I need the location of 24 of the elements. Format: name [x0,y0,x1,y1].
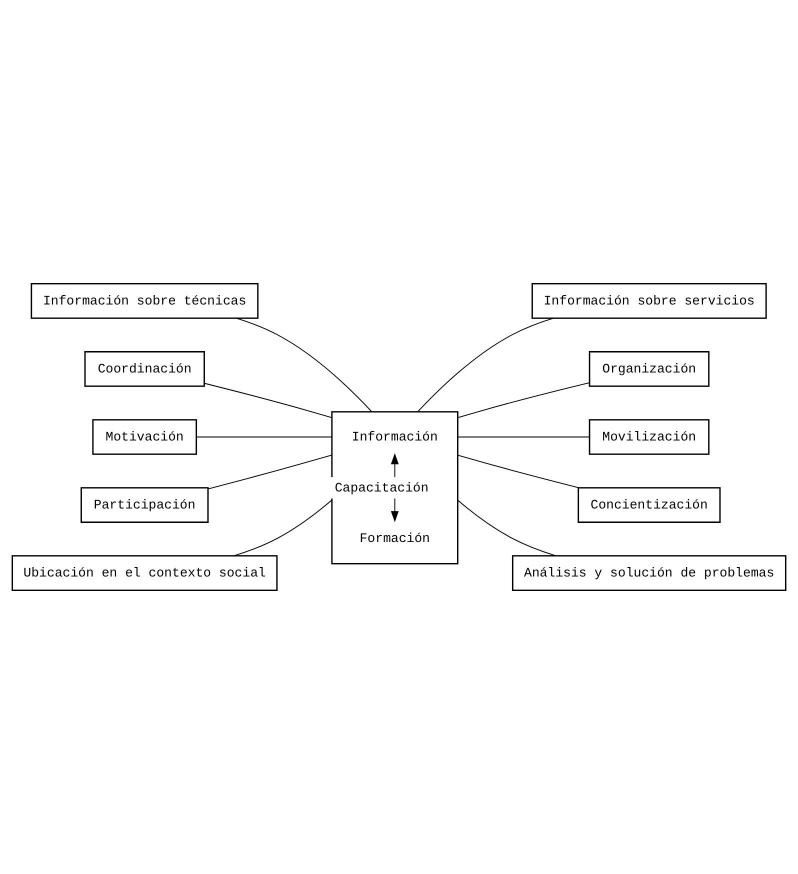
edge-label: Capacitación [334,480,429,496]
node-box: Motivación [92,419,198,455]
node-box: Participación [80,487,209,523]
node-box: Concientización [578,487,721,523]
connector [457,454,579,488]
node-box: Coordinación [84,351,205,387]
connector [457,382,590,418]
node-box: Organización [588,351,710,387]
connector [236,318,372,412]
node-box: Análisis y solución de problemas [512,555,786,591]
node-box: Ubicación en el contexto social [12,555,278,591]
connector [234,500,332,556]
connector [457,500,556,556]
connector [208,454,332,490]
node-text: Formación [360,531,430,546]
node-box: Información sobre servicios [532,283,767,319]
node-box: Movilización [588,419,710,455]
connector [457,436,590,438]
arrow [390,453,399,522]
node-box: Información sobre técnicas [30,283,259,319]
connector [204,382,332,418]
connector [196,436,332,438]
node-text: Información [352,429,438,444]
connector [417,318,554,412]
